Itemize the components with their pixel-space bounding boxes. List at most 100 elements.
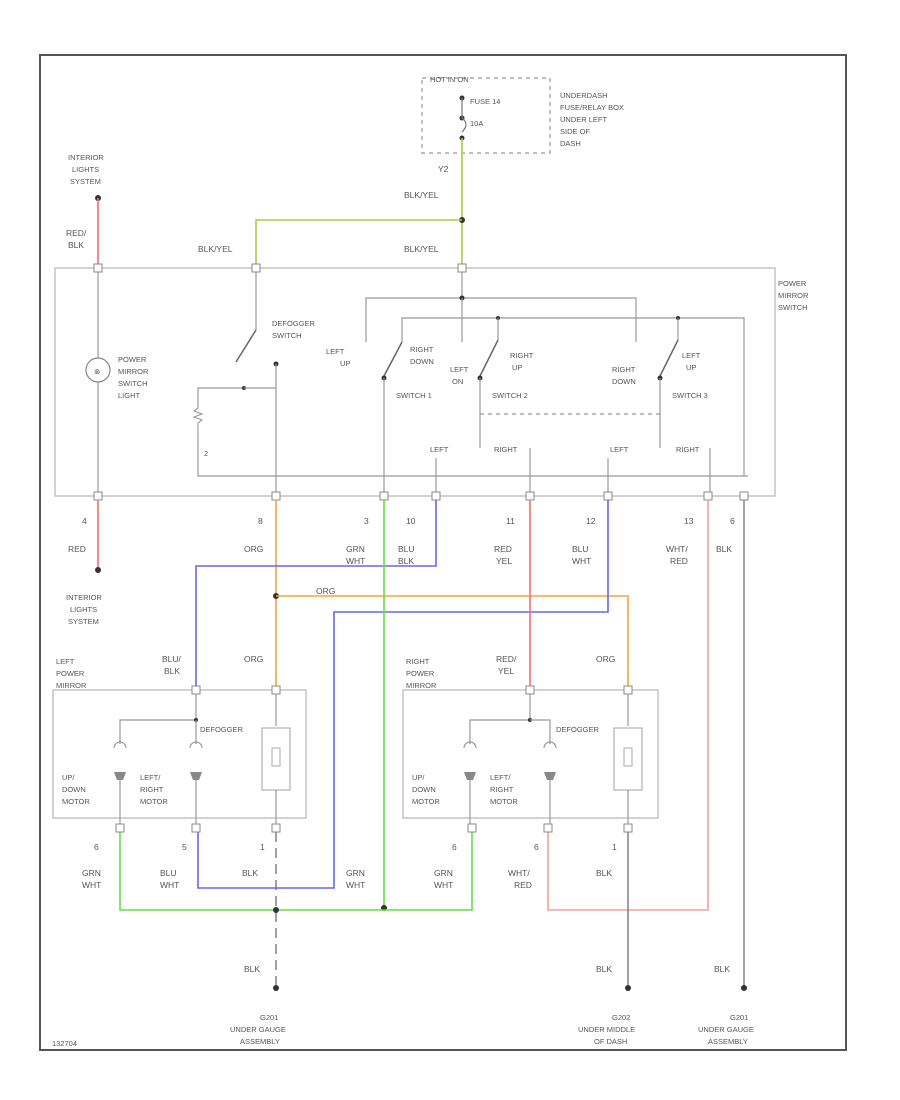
sw3-name: SWITCH 3 — [672, 391, 708, 400]
ground3-id: G201 — [730, 1013, 748, 1022]
ground3-wire: BLK — [714, 964, 730, 974]
left-power-mirror-box — [52, 689, 307, 819]
pin-color-3a: GRN — [346, 544, 365, 554]
left-wire-b: ORG — [244, 654, 263, 664]
left-motor1-3: MOTOR — [62, 797, 90, 806]
left-wire-a2: BLK — [164, 666, 180, 676]
mid-grn-2: WHT — [346, 880, 365, 890]
right-motor2-3: MOTOR — [490, 797, 518, 806]
ground1-loc1: UNDER GAUGE — [230, 1025, 286, 1034]
right-bw-3: BLK — [596, 868, 612, 878]
sw2-left-1: LEFT — [450, 365, 469, 374]
blu-wht-wire — [197, 500, 609, 889]
right-bw-1b: WHT — [434, 880, 453, 890]
switch-title-3: SWITCH — [778, 303, 808, 312]
left-pin-2: 5 — [182, 842, 187, 852]
pin-color-8: BLK — [716, 544, 732, 554]
pin-color-2: ORG — [244, 544, 263, 554]
right-motor2-2: RIGHT — [490, 785, 514, 794]
fuse-label: FUSE 14 — [470, 97, 500, 106]
ground1-id: G201 — [260, 1013, 278, 1022]
sw1-right-2: DOWN — [410, 357, 434, 366]
left-lr-motor-icon — [189, 741, 203, 749]
pin-num-6: 12 — [586, 516, 596, 526]
left-mirror-2: POWER — [56, 669, 85, 678]
sw2-right-2: UP — [512, 363, 522, 372]
pin-num-2: 8 — [258, 516, 263, 526]
sw3-right-2: UP — [686, 363, 696, 372]
int-light-bot-1: INTERIOR — [66, 593, 102, 602]
light-label-1: POWER — [118, 355, 147, 364]
sel1-right: RIGHT — [494, 445, 518, 454]
light-label-4: LIGHT — [118, 391, 141, 400]
left-mirror-1: LEFT — [56, 657, 75, 666]
org-mid-label: ORG — [316, 586, 335, 596]
ground2-id: G202 — [612, 1013, 630, 1022]
switch-title-2: MIRROR — [778, 291, 809, 300]
right-ud-motor-icon — [463, 741, 477, 749]
left-pin-3: 1 — [260, 842, 265, 852]
pin-num-4: 10 — [406, 516, 416, 526]
left-bw-1a: GRN — [82, 868, 101, 878]
fuse-location-1: UNDERDASH — [560, 91, 608, 100]
diagram-frame — [39, 54, 847, 1051]
defogger-feed-wire — [255, 219, 462, 268]
switch-title-1: POWER — [778, 279, 807, 288]
org-wire-right — [276, 595, 629, 688]
svg-text:⊗: ⊗ — [94, 367, 100, 376]
defogger-label-1: DEFOGGER — [272, 319, 316, 328]
left-defogger: DEFOGGER — [200, 725, 244, 734]
defogger-switch-contact — [235, 329, 257, 363]
int-light-bot-2: LIGHTS — [70, 605, 97, 614]
diagram-code: 132704 — [52, 1039, 77, 1048]
left-motor1-1: UP/ — [62, 773, 75, 782]
left-mirror-3: MIRROR — [56, 681, 87, 690]
sel2-right: RIGHT — [676, 445, 700, 454]
right-defogger: DEFOGGER — [556, 725, 600, 734]
right-motor1-1: UP/ — [412, 773, 425, 782]
pin-num-1: 4 — [82, 516, 87, 526]
resistor-icon — [192, 407, 204, 435]
left-motor1-2: DOWN — [62, 785, 86, 794]
left-bw-3: BLK — [242, 868, 258, 878]
right-wire-b: ORG — [596, 654, 615, 664]
fuse-element — [461, 117, 467, 133]
sw3-left-1: RIGHT — [612, 365, 636, 374]
pin-num-3: 3 — [364, 516, 369, 526]
top-pin: Y2 — [438, 164, 449, 174]
mirror-switch-light-icon — [85, 357, 111, 383]
grn-wht-bottom-wire — [119, 832, 473, 911]
left-pin-1: 6 — [94, 842, 99, 852]
right-lr-motor-icon — [543, 741, 557, 749]
right-defogger-element — [613, 727, 643, 791]
pin-color-5a: RED — [494, 544, 512, 554]
power-mirror-switch-box — [54, 267, 776, 497]
pin-color-6a: BLU — [572, 544, 589, 554]
pin-color-4a: BLU — [398, 544, 415, 554]
right-bw-2b: RED — [514, 880, 532, 890]
wire-left-color: BLK/YEL — [198, 244, 233, 254]
switch2-contact — [479, 339, 499, 377]
pin-num-7: 13 — [684, 516, 694, 526]
int-light-wire-1: RED/ — [66, 228, 87, 238]
sw2-left-2: ON — [452, 377, 463, 386]
top-wire-color: BLK/YEL — [404, 190, 439, 200]
sw1-right-1: RIGHT — [410, 345, 434, 354]
left-motor2-2: RIGHT — [140, 785, 164, 794]
mid-grn-1: GRN — [346, 868, 365, 878]
fuse-location-4: SIDE OF — [560, 127, 590, 136]
right-motor1-3: MOTOR — [412, 797, 440, 806]
left-ud-motor-icon — [113, 741, 127, 749]
fuse-box-outline — [421, 77, 551, 154]
ground1-loc2: ASSEMBLY — [240, 1037, 280, 1046]
sw1-name: SWITCH 1 — [396, 391, 432, 400]
pin-color-3b: WHT — [346, 556, 365, 566]
fuse-location-3: UNDER LEFT — [560, 115, 608, 124]
ground2-loc1: UNDER MIDDLE — [578, 1025, 635, 1034]
right-wire-a2: YEL — [498, 666, 514, 676]
sel1-left: LEFT — [430, 445, 449, 454]
sw3-right-1: LEFT — [682, 351, 701, 360]
right-pin-1: 6 — [452, 842, 457, 852]
pin-color-7b: RED — [670, 556, 688, 566]
